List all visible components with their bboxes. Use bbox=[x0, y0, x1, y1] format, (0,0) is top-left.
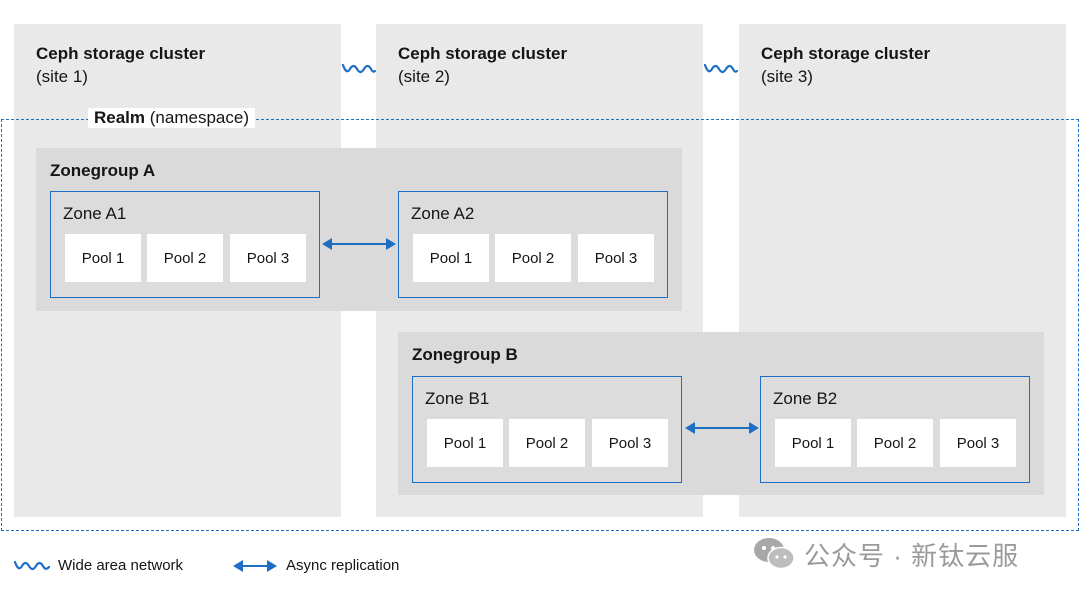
realm-label: Realm (namespace) bbox=[88, 108, 255, 128]
pool-box: Pool 1 bbox=[65, 234, 141, 282]
pool-box: Pool 3 bbox=[592, 419, 668, 467]
zone-a1: Zone A1 Pool 1 Pool 2 Pool 3 bbox=[50, 191, 320, 298]
zonegroup-b-label: Zonegroup B bbox=[412, 345, 518, 364]
pool-box: Pool 2 bbox=[509, 419, 585, 467]
site-2-title-name: Ceph storage cluster bbox=[398, 44, 568, 63]
zone-b2: Zone B2 Pool 1 Pool 2 Pool 3 bbox=[760, 376, 1030, 483]
double-arrow-icon bbox=[233, 560, 277, 572]
zone-a2-label: Zone A2 bbox=[411, 204, 475, 223]
site-3-title: Ceph storage cluster (site 3) bbox=[761, 42, 930, 88]
site-2-subtitle: (site 2) bbox=[398, 67, 450, 86]
site-1-title: Ceph storage cluster (site 1) bbox=[36, 42, 205, 88]
pool-box: Pool 1 bbox=[427, 419, 503, 467]
pool-box: Pool 2 bbox=[147, 234, 223, 282]
zone-b1: Zone B1 Pool 1 Pool 2 Pool 3 bbox=[412, 376, 682, 483]
legend-async-label: Async replication bbox=[286, 557, 400, 574]
zonegroup-a-label: Zonegroup A bbox=[50, 161, 156, 180]
pool-box: Pool 3 bbox=[578, 234, 654, 282]
wan-wave-icon bbox=[704, 63, 738, 74]
pool-box: Pool 3 bbox=[940, 419, 1016, 467]
watermark-text: 公众号 · 新钛云服 bbox=[804, 541, 1020, 571]
zone-b2-label: Zone B2 bbox=[773, 389, 838, 408]
site-3-title-name: Ceph storage cluster bbox=[761, 44, 931, 63]
wave-icon bbox=[14, 560, 50, 571]
async-replication-arrow-a bbox=[322, 238, 396, 250]
wan-wave-icon bbox=[342, 63, 376, 74]
site-1-subtitle: (site 1) bbox=[36, 67, 88, 86]
realm-label-bold: Realm bbox=[94, 108, 146, 127]
wechat-icon bbox=[754, 538, 795, 570]
realm-label-rest: (namespace) bbox=[149, 108, 249, 127]
realm-boundary bbox=[1, 119, 1079, 531]
async-replication-arrow-b bbox=[685, 422, 759, 434]
pool-box: Pool 1 bbox=[775, 419, 851, 467]
zonegroup-b: Zonegroup B Zone B1 Pool 1 Pool 2 Pool 3… bbox=[398, 332, 1044, 495]
zone-a1-label: Zone A1 bbox=[63, 204, 127, 223]
pool-box: Pool 2 bbox=[857, 419, 933, 467]
site-1-title-name: Ceph storage cluster bbox=[36, 44, 206, 63]
site-2-title: Ceph storage cluster (site 2) bbox=[398, 42, 567, 88]
pool-box: Pool 1 bbox=[413, 234, 489, 282]
pool-box: Pool 2 bbox=[495, 234, 571, 282]
zonegroup-a: Zonegroup A Zone A1 Pool 1 Pool 2 Pool 3… bbox=[36, 148, 682, 311]
zone-b1-label: Zone B1 bbox=[425, 389, 490, 408]
legend-wan-label: Wide area network bbox=[58, 557, 184, 574]
site-3-subtitle: (site 3) bbox=[761, 67, 813, 86]
pool-box: Pool 3 bbox=[230, 234, 306, 282]
zone-a2: Zone A2 Pool 1 Pool 2 Pool 3 bbox=[398, 191, 668, 298]
